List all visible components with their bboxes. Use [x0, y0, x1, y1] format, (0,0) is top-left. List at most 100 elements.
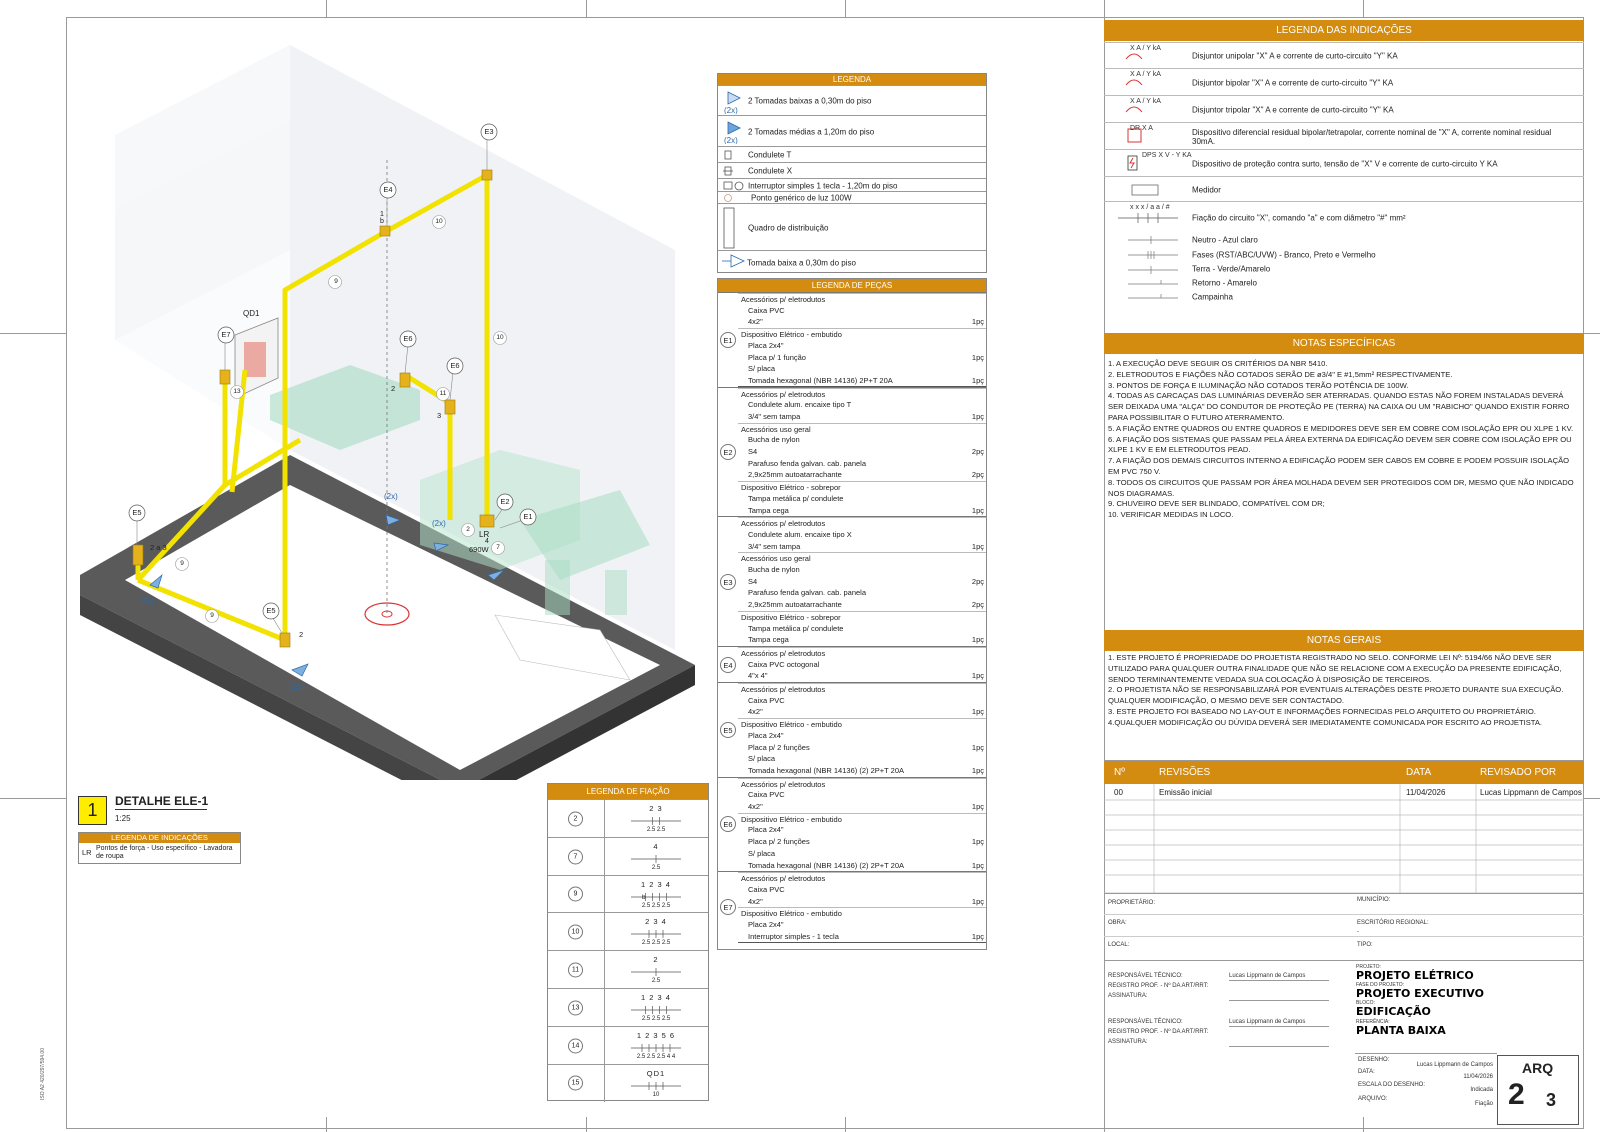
- part-text: Condulete alum. encaixe tipo T: [748, 400, 852, 410]
- part-code: E2: [720, 443, 736, 460]
- indication-text: Fiação do circuito "X", comando "a" e co…: [1192, 213, 1406, 222]
- wiring-circuits: 1 2 3 4: [641, 879, 671, 889]
- part-category: Acessórios p/ eletrodutos: [738, 293, 986, 306]
- indication-symbol-icon: [1128, 251, 1178, 259]
- registry-label: REGISTRO PROF. - Nº DA ART/RRT:: [1108, 1029, 1209, 1035]
- part-category: Dispositivo Elétrico - embutido: [738, 812, 986, 826]
- note-item: 4.QUALQUER MODIFICAÇÃO OU DÚVIDA DEVERÁ …: [1108, 717, 1543, 727]
- circuit-range: 2 a 3: [150, 543, 167, 552]
- indication-row: Fases (RST/ABC/UVW) - Branco, Preto e Ve…: [1104, 247, 1584, 262]
- grid-tick: [1584, 333, 1600, 334]
- registry-label: REGISTRO PROF. - Nº DA ART/RRT:: [1108, 983, 1209, 989]
- rev-by: Lucas Lippmann de Campos: [1480, 788, 1582, 797]
- tag-e2: E2: [500, 497, 510, 506]
- part-text: Dispositivo Elétrico - sobrepor: [741, 483, 841, 493]
- part-qty: 1pç: [971, 765, 984, 775]
- part-text: Acessórios p/ eletrodutos: [741, 779, 826, 789]
- floor-edge-left: [80, 595, 441, 780]
- symbol-legend: LEGENDA (2x) 2 Tomadas baixas a 0,30m do…: [717, 73, 987, 273]
- isometric-drawing: [80, 45, 695, 780]
- part-text: Dispositivo Elétrico - sobrepor: [741, 612, 841, 622]
- part-text: Placa 2x4": [748, 825, 784, 835]
- part-text: Acessórios p/ eletrodutos: [741, 295, 826, 304]
- indication-symbol-icon: [1118, 213, 1178, 223]
- legend-row: Interruptor simples 1 tecla - 1,20m do p…: [718, 178, 986, 192]
- part-item: Parafuso fenda galvan. cab. panela: [738, 458, 986, 470]
- signature-label: ASSINATURA:: [1108, 993, 1148, 999]
- note-item: 1. ESTE PROJETO É PROPRIEDADE DO PROJETI…: [1108, 653, 1562, 684]
- indication-symbol-text: x x x / a a / #: [1130, 204, 1170, 211]
- part-item: Placa 2x4": [738, 340, 986, 352]
- indication-text: Fases (RST/ABC/UVW) - Branco, Preto e Ve…: [1192, 250, 1376, 259]
- reference-value: PLANTA BAIXA: [1356, 1024, 1446, 1037]
- note-item: 1. A EXECUÇÃO DEVE SEGUIR OS CRITÉRIOS D…: [1108, 359, 1328, 368]
- qd1-breakers: [244, 342, 266, 377]
- wiring-gauges: 10: [652, 1091, 660, 1098]
- indication-row: Medidor: [1104, 176, 1584, 202]
- general-notes-title: NOTAS GERAIS: [1104, 630, 1584, 651]
- part-item: Caixa PVC octogonal: [738, 659, 986, 671]
- part-text: Parafuso fenda galvan. cab. panela: [748, 458, 867, 468]
- signature-line: [1229, 980, 1329, 981]
- wiring-symbol: [631, 817, 681, 825]
- indication-symbol-icon: [1125, 79, 1143, 86]
- wiring-symbol: [631, 854, 681, 863]
- tag-e6: E6: [403, 334, 413, 343]
- part-item: Tomada hexagonal (NBR 14136) (2) 2P+T 20…: [738, 765, 986, 778]
- wire-id: 10: [496, 334, 504, 341]
- part-code: E6: [720, 816, 736, 833]
- part-qty: 1pç: [971, 896, 984, 906]
- part-text: 4"x 4": [748, 671, 768, 681]
- grid-tick: [845, 1117, 846, 1132]
- panel-divider: [1104, 17, 1105, 1129]
- part-item: Caixa PVC: [738, 695, 986, 707]
- light-point-symbol: [364, 602, 410, 626]
- indication-symbol-text: DPS X V - Y KA: [1142, 152, 1192, 159]
- part-item: 4x2"1pç: [738, 316, 986, 328]
- indication-symbol-icon: [1128, 236, 1178, 244]
- type-label: TIPO:: [1357, 942, 1373, 948]
- note-item: 2. ELETRODUTOS E FIAÇÕES NÃO COTADOS SER…: [1108, 369, 1453, 379]
- outlet-multiplier: (2x): [432, 519, 446, 528]
- part-item: Placa 2x4": [738, 824, 986, 836]
- wiring-symbol: [631, 892, 681, 901]
- distribution-panel-icon: [722, 206, 746, 252]
- wire-id: 2: [466, 526, 470, 533]
- part-qty: 1pç: [971, 317, 984, 327]
- indication-symbol-text: DR X A: [1130, 125, 1153, 132]
- wiring-circuits: 4: [653, 841, 659, 851]
- office-value: -: [1357, 929, 1359, 935]
- indication-row: Neutro - Azul claro: [1104, 232, 1584, 247]
- tag-e5: E5: [132, 508, 142, 517]
- part-text: Placa 2x4": [748, 730, 784, 740]
- titleblock-rule: [1355, 1053, 1497, 1054]
- municipality-label: MUNICÍPIO:: [1357, 897, 1391, 903]
- wiring-id-cell: 13: [548, 989, 605, 1027]
- rev-col-desc: REVISÕES: [1159, 767, 1211, 778]
- date-label: DATA:: [1358, 1069, 1375, 1075]
- part-category: Dispositivo Elétrico - embutido: [738, 328, 986, 341]
- wire-id: 9: [210, 612, 214, 619]
- tag-e1: E1: [523, 512, 533, 521]
- wiring-gauges: 2.5 2.5 2.5: [641, 1016, 671, 1022]
- note-item: 7. A FIAÇÃO DOS DEMAIS CIRCUITOS INTERNO…: [1108, 456, 1570, 476]
- grid-tick: [586, 0, 587, 17]
- part-text: 3/4" sem tampa: [748, 541, 801, 551]
- revisions-grid: [1104, 784, 1584, 894]
- part-qty: 1pç: [971, 375, 984, 385]
- detail-indications-title: LEGENDA DE INDICAÇÕES: [79, 833, 240, 843]
- part-category: Dispositivo Elétrico - embutido: [738, 907, 986, 920]
